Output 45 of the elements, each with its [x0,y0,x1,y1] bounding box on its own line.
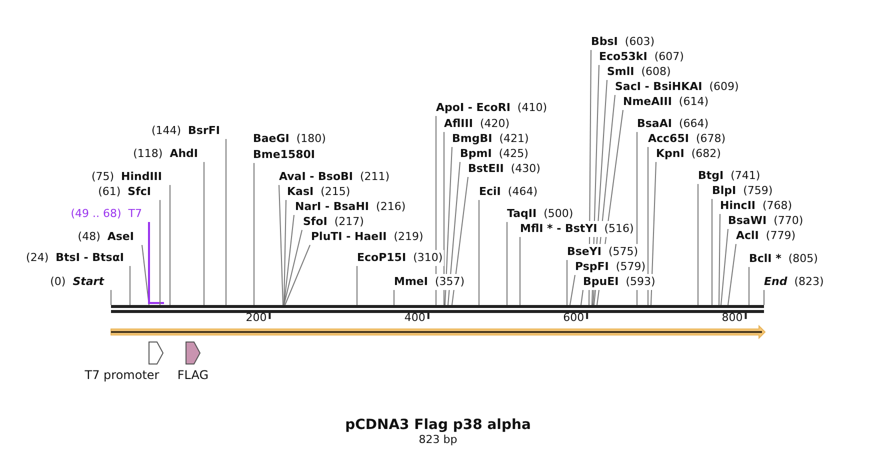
leader-line [748,266,750,306]
enzyme-site-label: BmgBI (421) [451,131,530,147]
leader-line [478,200,480,306]
leader-line [284,214,294,306]
enzyme-site-label: BseYI (575) [566,244,640,260]
leader-line [284,200,286,306]
leader-line [566,260,568,306]
sequence-length: 823 bp [418,433,458,447]
leader-line [444,146,452,306]
position-label: 800 [722,311,743,324]
leader-line [110,290,112,306]
leader-line [148,222,164,304]
sequence-backbone [111,305,764,313]
enzyme-site-label: BpuEI (593) [582,274,656,290]
leader-line [284,230,302,306]
leader-line [718,214,720,306]
enzyme-site-label: EcoP15I (310) [356,250,444,266]
position-label: 400 [404,311,426,324]
enzyme-site-label: MmeI (357) [393,274,466,290]
leader-line [284,244,310,306]
leader-line [570,274,576,306]
leader-line [142,244,150,306]
leader-line [580,290,584,306]
enzyme-site-label: BpmI (425) [459,146,530,162]
enzyme-site-label: NmeAIII (614) [622,94,710,110]
feature-label: T7 promoter [84,367,160,383]
enzyme-site-label: PspFI (579) [574,259,646,275]
enzyme-site-label: AclI (779) [735,228,796,244]
enzyme-site-label: ApoI - EcoRI (410) [435,100,548,116]
enzyme-site-label: MflI * - BstYI (516) [519,221,635,237]
enzyme-site-label: KpnI (682) [655,146,722,162]
leader-line [448,162,460,306]
map-title: pCDNA3 Flag p38 alpha [344,416,532,434]
leader-line [650,162,656,306]
enzyme-site-label: BlpI (759) [711,183,774,199]
leader-line [278,184,284,306]
position-label: 200 [246,311,267,324]
leader-line [728,244,736,306]
leader-line [720,228,728,306]
leader-line [506,222,508,306]
leader-line [356,266,358,306]
enzyme-site-label: BtgI (741) [697,168,762,184]
leader-line [452,176,468,306]
enzyme-site-label: TaqII (500) [506,206,574,222]
position-label: 600 [563,311,584,324]
